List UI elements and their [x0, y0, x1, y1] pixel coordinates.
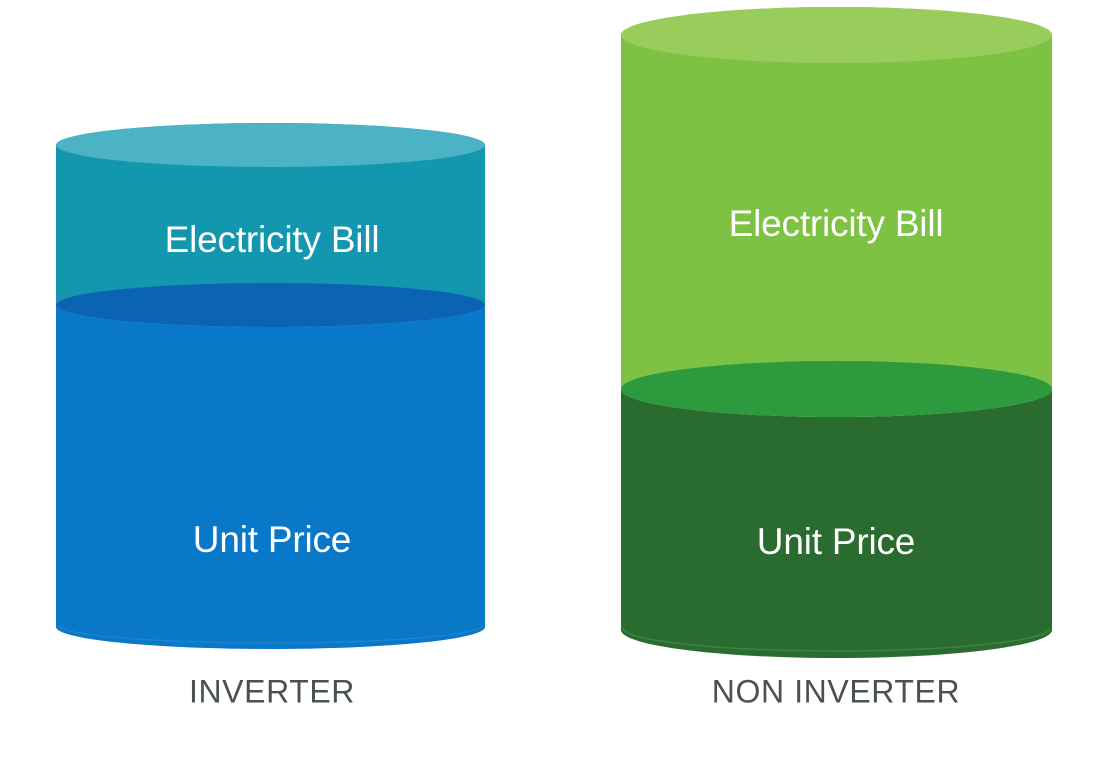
non-inverter-electricity-bill-label: Electricity Bill: [728, 203, 944, 244]
inverter-unit-price-label: Unit Price: [192, 519, 352, 560]
non-inverter-bottom-inner-arc: [622, 627, 1051, 652]
non-inverter-divider-cap: [621, 361, 1052, 417]
cylinder-inverter[interactable]: [56, 123, 485, 649]
non-inverter-top-cap: [621, 7, 1052, 63]
category-label-inverter: INVERTER: [188, 673, 356, 710]
inverter-electricity-bill-label: Electricity Bill: [164, 219, 380, 260]
inverter-divider-cap: [56, 283, 485, 327]
inverter-top-cap: [56, 123, 485, 167]
category-label-non-inverter: NON INVERTER: [711, 673, 961, 710]
inverter-unit-price-body: [56, 305, 485, 649]
inverter-bottom-inner-arc: [57, 624, 484, 644]
non-inverter-unit-price-label: Unit Price: [756, 521, 916, 562]
